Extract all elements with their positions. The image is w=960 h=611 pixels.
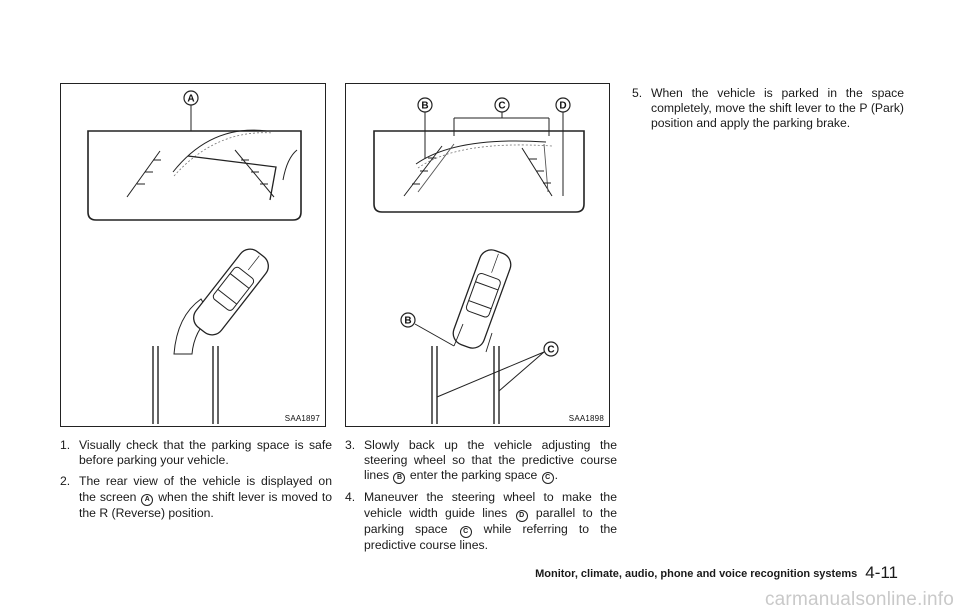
page-number: 4-11 [865, 563, 898, 582]
figure-id: SAA1897 [284, 414, 320, 423]
step-1: 1. Visually check that the parking space… [60, 438, 332, 468]
page-footer: Monitor, climate, audio, phone and voice… [535, 563, 898, 583]
steps-column-3: 5. When the vehicle is parked in the spa… [632, 86, 904, 138]
callout-c-lower: C [547, 345, 554, 356]
callout-c: C [498, 101, 505, 112]
callout-mark-c: C [459, 525, 472, 538]
figure-predictive-course-lines: B C D B C [345, 83, 610, 427]
callout-mark-d: D [515, 509, 528, 522]
watermark: carmanualsonline.info [764, 589, 954, 610]
figure-rear-view-display: A SAA1897 [60, 83, 326, 427]
step-2: 2. The rear view of the vehicle is displ… [60, 474, 332, 520]
illustration-rear-view-screen: A [87, 90, 302, 424]
callout-mark-c: C [541, 472, 554, 485]
steps-column-2: 3. Slowly back up the vehicle adjusting … [345, 438, 617, 559]
callout-mark-b: B [393, 472, 406, 485]
steps-column-1: 1. Visually check that the parking space… [60, 438, 332, 527]
illustration-guide-lines: B C D B C [373, 97, 585, 424]
callout-a: A [187, 94, 194, 105]
callout-b: B [421, 101, 428, 112]
step-5: 5. When the vehicle is parked in the spa… [632, 86, 904, 131]
callout-b-lower: B [404, 316, 411, 327]
callout-d: D [559, 101, 566, 112]
callout-mark-a: A [141, 493, 154, 506]
figure-id: SAA1898 [568, 414, 604, 423]
step-3: 3. Slowly back up the vehicle adjusting … [345, 438, 617, 485]
step-4: 4. Maneuver the steering wheel to make t… [345, 490, 618, 552]
section-title: Monitor, climate, audio, phone and voice… [535, 568, 858, 580]
